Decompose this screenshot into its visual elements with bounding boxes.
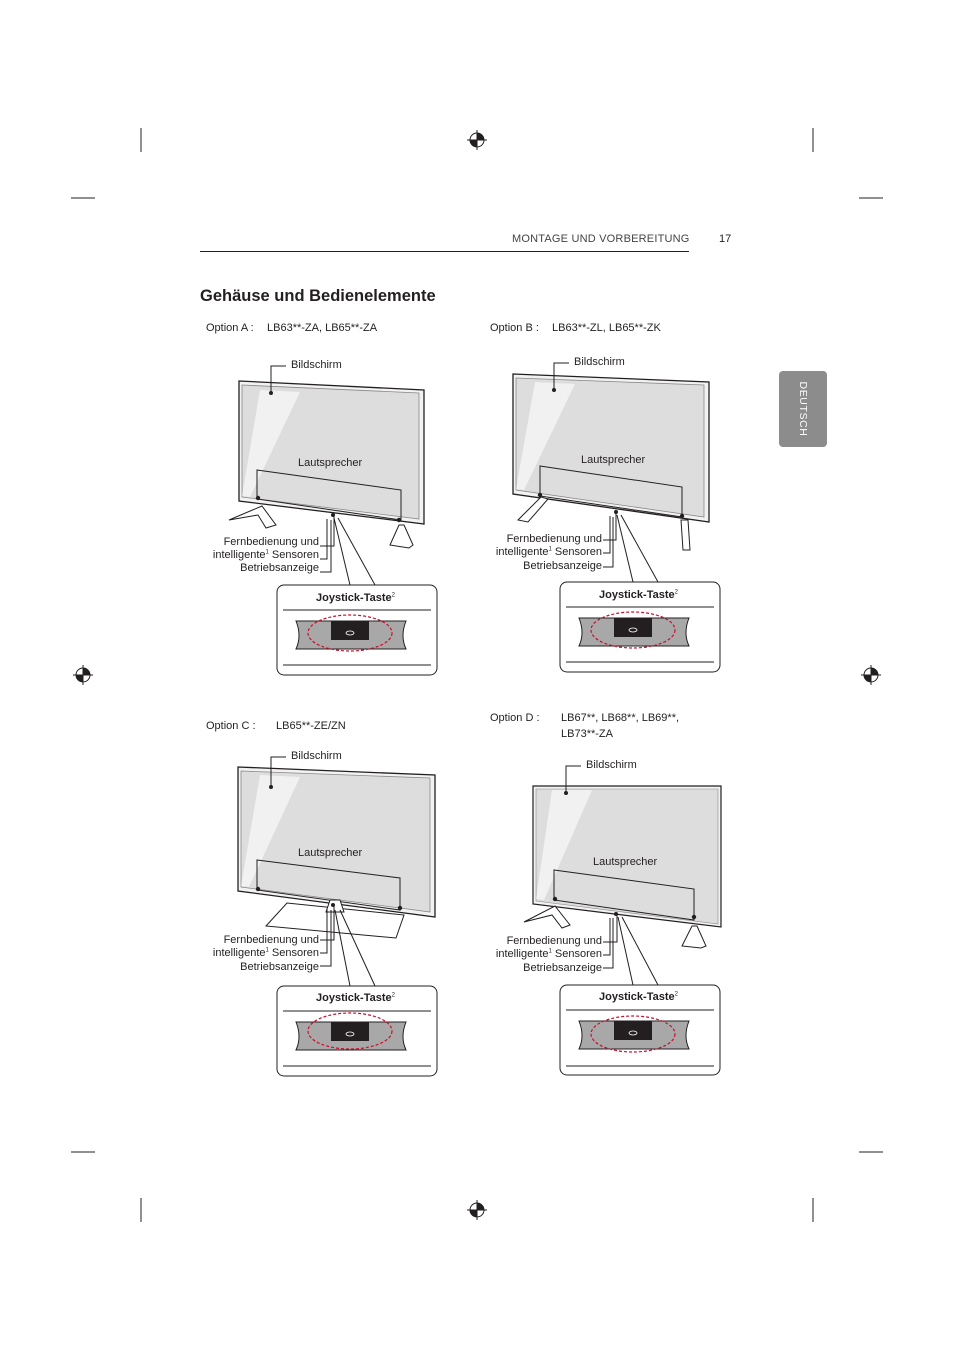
header-rule [200, 251, 689, 252]
option-c-label: Option C : [206, 720, 256, 732]
remote-label: Fernbedienung und [506, 935, 602, 947]
speaker-label: Lautsprecher [298, 847, 363, 859]
sensor-label: intelligente1 Sensoren [212, 549, 319, 561]
registration-mark-icon [72, 664, 94, 686]
screen-label: Bildschirm [291, 359, 342, 371]
option-b-models: LB63**-ZL, LB65**-ZK [552, 322, 661, 334]
speaker-label: Lautsprecher [593, 856, 658, 868]
remote-label: Fernbedienung und [506, 533, 602, 545]
screen-label: Bildschirm [586, 759, 637, 771]
power-indicator-label: Betriebsanzeige [240, 961, 319, 973]
sensor-label: intelligente1 Sensoren [495, 948, 602, 960]
tv-option-c [237, 756, 438, 1077]
registration-mark-icon [466, 129, 488, 151]
joystick-label: Joystick-Taste2 [599, 589, 678, 601]
power-indicator-label: Betriebsanzeige [523, 560, 602, 572]
tv-option-a [228, 365, 438, 676]
remote-label: Fernbedienung und [223, 536, 319, 548]
option-c-models: LB65**-ZE/ZN [276, 720, 346, 732]
option-d-models-2: LB73**-ZA [561, 728, 613, 740]
tv-option-b [512, 362, 721, 673]
remote-label: Fernbedienung und [223, 934, 319, 946]
registration-mark-icon [466, 1199, 488, 1221]
language-tab: DEUTSCH [779, 371, 827, 447]
option-d-models: LB67**, LB68**, LB69**, [561, 712, 680, 724]
speaker-label: Lautsprecher [581, 454, 646, 466]
option-d-label: Option D : [490, 712, 540, 724]
screen-label: Bildschirm [291, 750, 342, 762]
page-number: 17 [719, 233, 732, 245]
power-indicator-label: Betriebsanzeige [240, 562, 319, 574]
sensor-label: intelligente1 Sensoren [212, 947, 319, 959]
sensor-label: intelligente1 Sensoren [495, 546, 602, 558]
page-title: Gehäuse und Bedienelemente [200, 287, 436, 305]
joystick-label: Joystick-Taste2 [316, 592, 395, 604]
joystick-label: Joystick-Taste2 [316, 992, 395, 1004]
option-a-models: LB63**-ZA, LB65**-ZA [267, 322, 378, 334]
power-indicator-label: Betriebsanzeige [523, 962, 602, 974]
tv-option-d [523, 765, 722, 1076]
speaker-label: Lautsprecher [298, 457, 363, 469]
screen-label: Bildschirm [574, 356, 625, 368]
registration-mark-icon [860, 664, 882, 686]
option-a-label: Option A : [206, 322, 254, 334]
option-b-label: Option B : [490, 322, 539, 334]
joystick-label: Joystick-Taste2 [599, 991, 678, 1003]
section-title: MONTAGE UND VORBEREITUNG [512, 233, 690, 245]
